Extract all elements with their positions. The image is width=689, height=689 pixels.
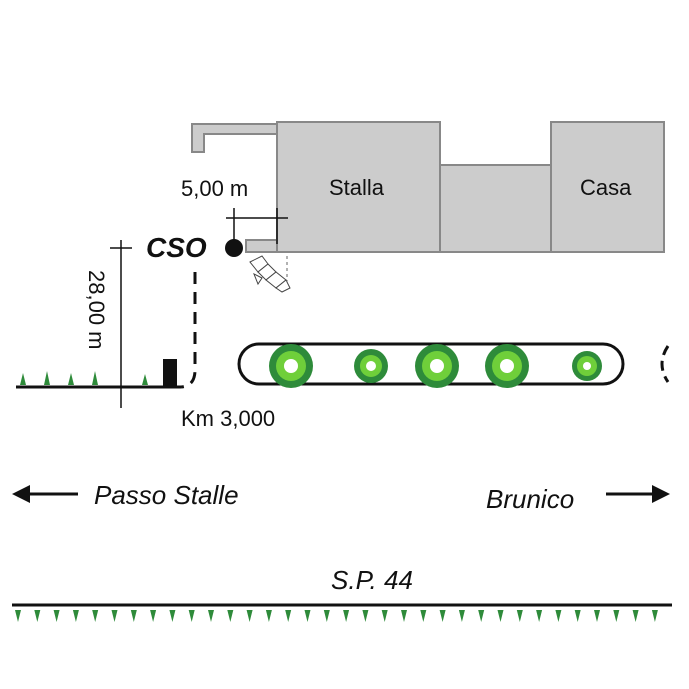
- label-stalla: Stalla: [329, 175, 385, 200]
- grass-tuft-icon: [574, 610, 581, 622]
- building-stalla: [276, 121, 441, 253]
- bush-icon: [269, 344, 313, 388]
- bush-icon: [572, 351, 602, 381]
- bush-icon: [415, 344, 459, 388]
- grass-tuft-icon: [227, 610, 234, 622]
- label-left-direction: Passo Stalle: [94, 480, 239, 510]
- arrow-left-icon: [12, 485, 78, 503]
- grass-tuft-icon: [420, 610, 427, 622]
- connection-dashed-line: [180, 272, 197, 389]
- bush-icon: [354, 349, 388, 383]
- grass-tuft-icon: [613, 610, 620, 622]
- grass-tuft-icon: [458, 610, 465, 622]
- grass-tuft-icon: [130, 610, 137, 622]
- grass-tuft-icon: [15, 610, 21, 622]
- grass-tufts-bottom: [15, 610, 658, 622]
- grass-tufts-left: [20, 371, 148, 385]
- label-distance-horizontal: 5,00 m: [181, 176, 248, 201]
- grass-tuft-icon: [265, 610, 272, 622]
- buildings: [191, 121, 665, 253]
- label-distance-vertical: 28,00 m: [84, 270, 109, 350]
- grass-tuft-icon: [555, 610, 562, 622]
- grass-tuft-icon: [497, 610, 504, 622]
- grass-tuft-icon: [188, 610, 195, 622]
- grass-tuft-icon: [169, 610, 176, 622]
- bushes: [269, 344, 602, 388]
- grass-tuft-icon: [516, 610, 523, 622]
- grass-tuft-icon: [53, 610, 60, 622]
- grass-tuft-icon: [72, 610, 79, 622]
- arrow-right-icon: [606, 485, 670, 503]
- label-right-direction: Brunico: [486, 484, 574, 514]
- grass-tuft-icon: [92, 610, 99, 622]
- building-casa: [550, 121, 665, 253]
- grass-tuft-icon: [536, 610, 543, 622]
- grass-tuft-icon: [44, 371, 50, 385]
- km-marker-post: [163, 359, 177, 387]
- grass-tuft-icon: [34, 610, 41, 622]
- dimension-vertical: [110, 240, 132, 408]
- grass-tuft-icon: [651, 610, 658, 622]
- building-wall-hook: [191, 123, 278, 153]
- grass-tuft-icon: [401, 610, 407, 622]
- label-casa: Casa: [580, 175, 632, 200]
- grass-tuft-icon: [111, 610, 118, 622]
- grass-tuft-icon: [304, 610, 311, 622]
- grass-tuft-icon: [594, 610, 600, 622]
- grass-tuft-icon: [478, 610, 485, 622]
- grass-tuft-icon: [381, 610, 388, 622]
- grass-tuft-icon: [20, 373, 26, 385]
- grass-tuft-icon: [92, 371, 98, 385]
- grass-tuft-icon: [246, 610, 253, 622]
- bush-icon: [485, 344, 529, 388]
- building-wall-step: [245, 239, 278, 253]
- grass-tuft-icon: [68, 373, 74, 385]
- grass-tuft-icon: [142, 374, 148, 385]
- grass-tuft-icon: [150, 610, 157, 622]
- building-middle: [439, 164, 552, 253]
- dimension-horizontal: [226, 208, 288, 244]
- cso-point-icon: [225, 239, 243, 257]
- grass-tuft-icon: [323, 610, 330, 622]
- traffic-island-partial: [660, 345, 670, 383]
- grass-tuft-icon: [632, 610, 639, 622]
- grass-tuft-icon: [343, 610, 350, 622]
- label-road-name: S.P. 44: [331, 565, 413, 595]
- paving-stones: [249, 255, 291, 293]
- grass-tuft-icon: [439, 610, 446, 622]
- grass-tuft-icon: [362, 610, 369, 622]
- label-km: Km 3,000: [181, 406, 275, 431]
- grass-tuft-icon: [285, 610, 292, 622]
- label-cso: CSO: [146, 232, 207, 263]
- grass-tuft-icon: [208, 610, 214, 622]
